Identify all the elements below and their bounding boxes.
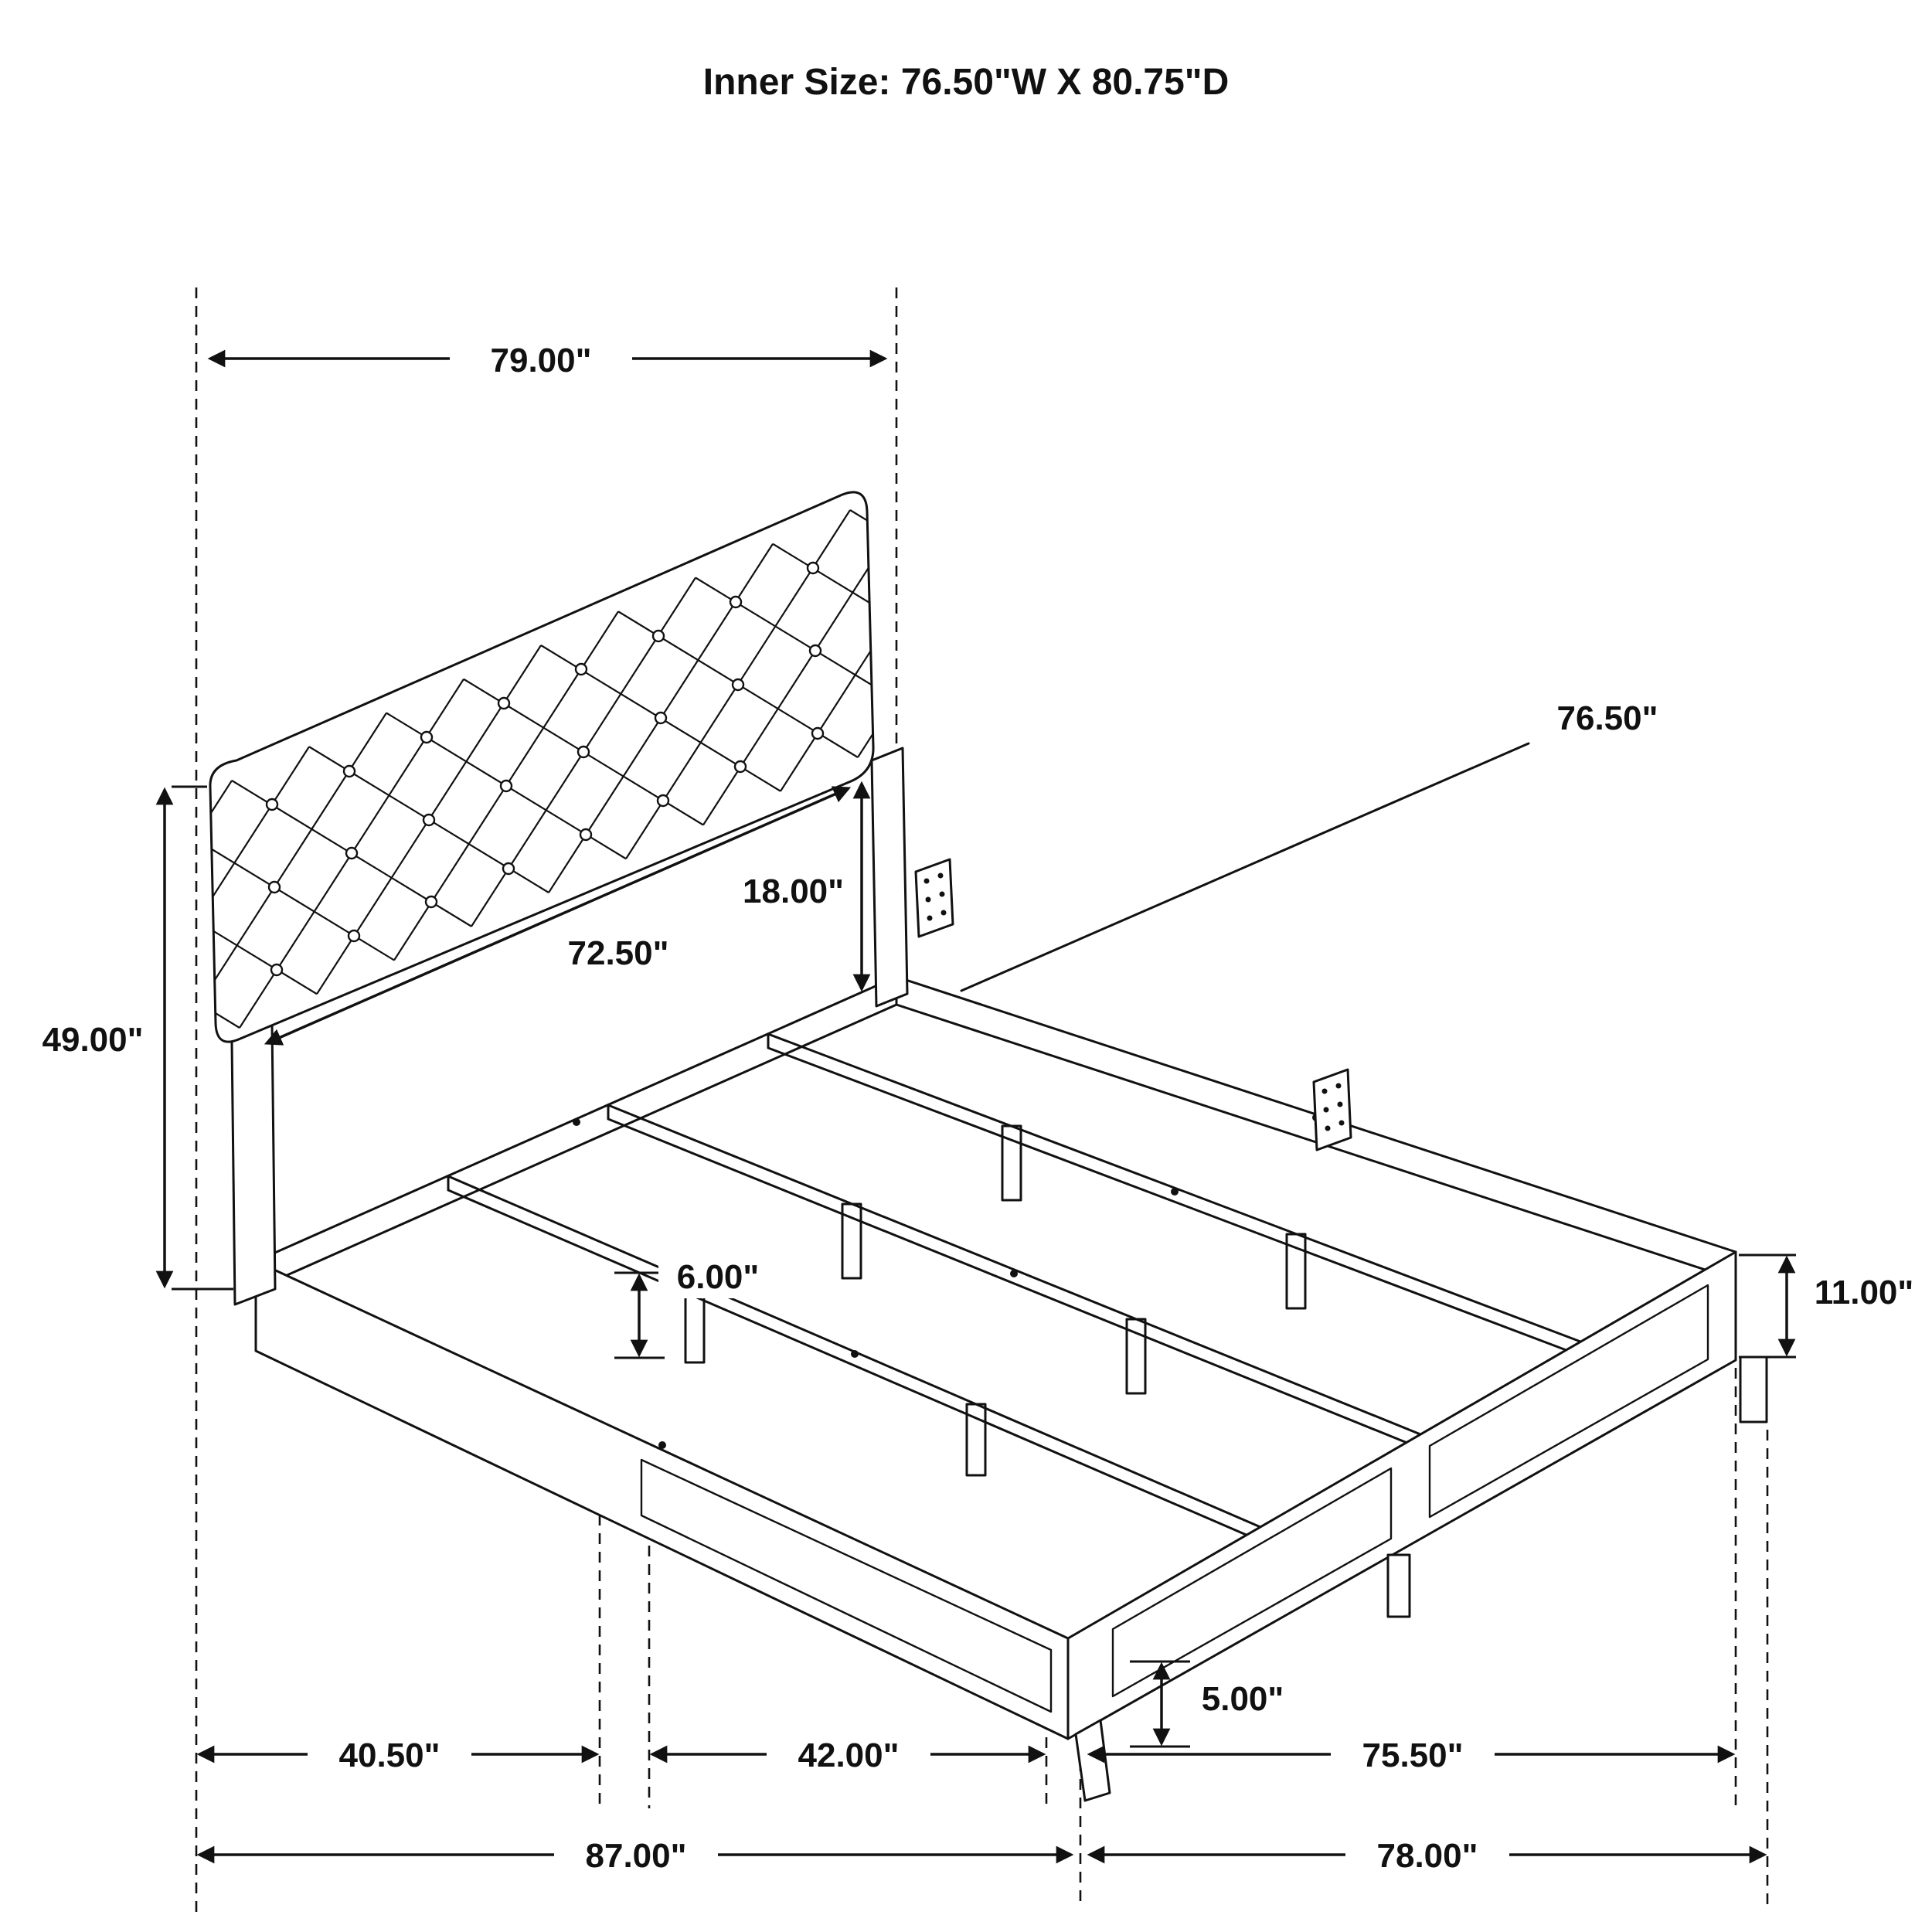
dim-headboard-width-label: 72.50" — [568, 934, 669, 972]
dim-inner-width-label: 76.50" — [1557, 699, 1658, 737]
headboard-post — [870, 747, 909, 1008]
dim-span-right-label: 75.50" — [1362, 1736, 1464, 1774]
left-side-panel — [254, 1260, 1070, 1740]
foot-leg — [1386, 1553, 1411, 1618]
dim-support-leg-label: 6.00" — [677, 1258, 760, 1296]
dim-overall-width-label: 79.00" — [491, 342, 592, 379]
dimension-labels: Inner Size: 76.50"W X 80.75"D 79.00" 49.… — [43, 62, 1929, 1877]
foot-panel — [1066, 1250, 1737, 1740]
dim-foot-clearance-label: 5.00" — [1202, 1680, 1284, 1718]
dim-length-right-label: 78.00" — [1377, 1837, 1478, 1875]
slat-leg — [684, 1290, 706, 1364]
headboard-leg — [230, 1023, 277, 1306]
extension-lines — [195, 287, 1769, 1917]
slat-rail — [607, 1104, 1422, 1450]
bed-base — [254, 1250, 1768, 1802]
head-rail — [254, 975, 898, 1291]
dim-length-left-label: 87.00" — [586, 1837, 687, 1875]
rail-bracket — [914, 858, 954, 938]
dim-span-center-label: 42.00" — [798, 1736, 900, 1774]
drawer-front — [1428, 1284, 1709, 1519]
leader-inner-width — [960, 742, 1530, 992]
dim-line-headboard-width — [264, 786, 852, 1046]
dim-span-left-label: 40.50" — [339, 1736, 440, 1774]
dim-headboard-height-label: 49.00" — [43, 1021, 144, 1059]
foot-leg — [1739, 1355, 1768, 1423]
dim-panel-height-label: 18.00" — [743, 872, 844, 910]
drawer-front — [1111, 1467, 1393, 1698]
diagram-title: Inner Size: 76.50"W X 80.75"D — [703, 62, 1229, 103]
headboard-panel — [209, 491, 875, 1043]
dim-rail-height-label: 11.00" — [1815, 1274, 1914, 1311]
drawer-front — [640, 1458, 1053, 1713]
rail-bracket — [1312, 1068, 1352, 1151]
